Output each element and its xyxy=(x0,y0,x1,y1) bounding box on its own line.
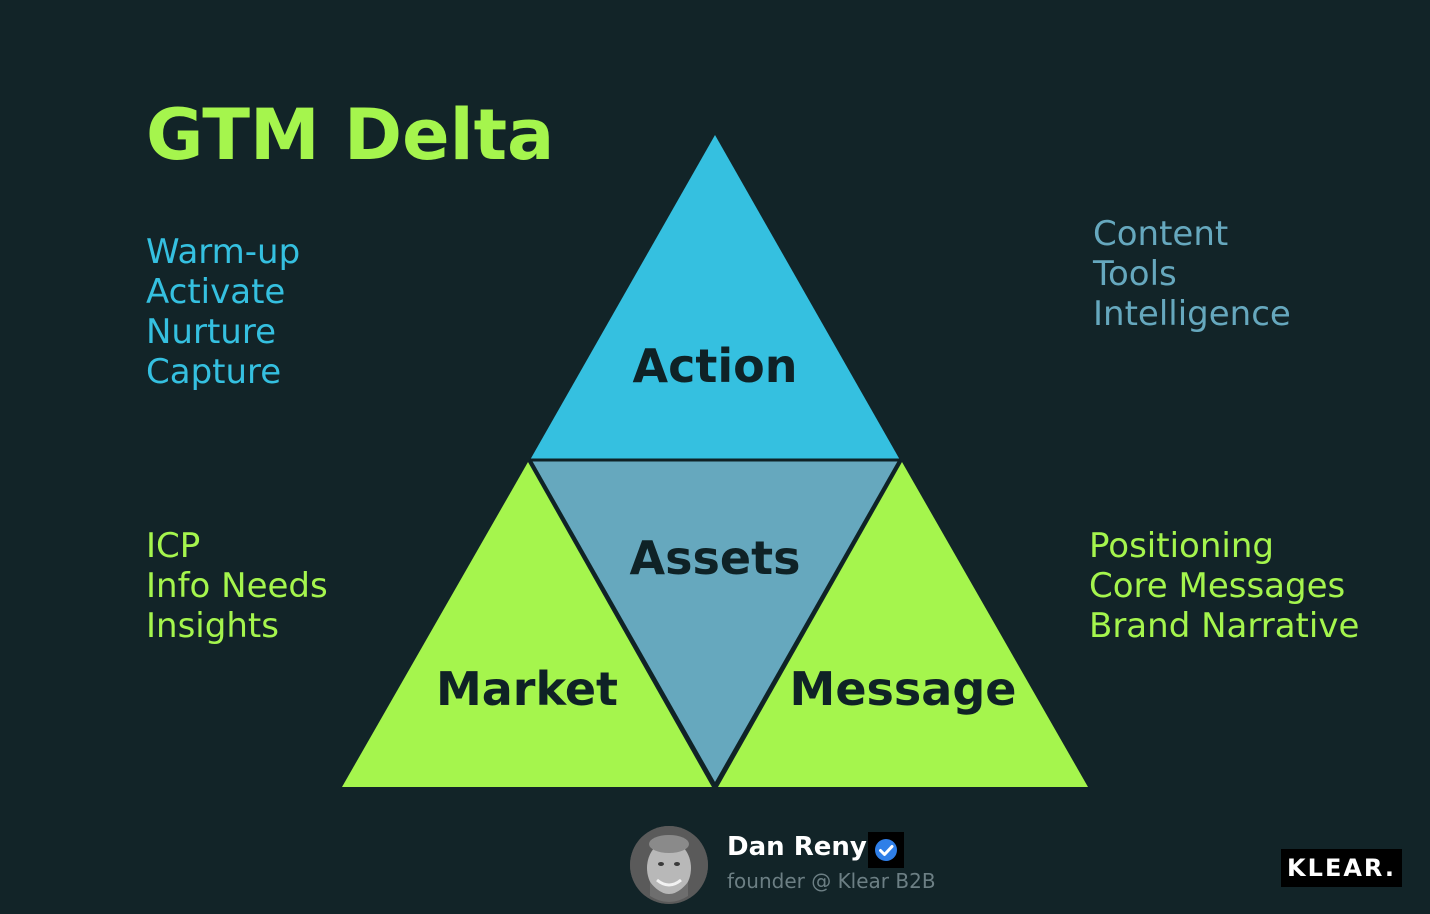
assets-list: Content Tools Intelligence xyxy=(1093,214,1291,334)
market-triangle xyxy=(342,462,712,787)
market-list-item: ICP xyxy=(146,526,201,566)
verified-badge-icon xyxy=(868,832,904,868)
action-list-item: Activate xyxy=(146,272,286,312)
market-label: Market xyxy=(436,662,618,716)
message-list-item: Positioning xyxy=(1089,526,1274,566)
divider-line xyxy=(713,459,902,786)
avatar xyxy=(630,826,708,904)
action-list-item: Capture xyxy=(146,352,282,392)
assets-label: Assets xyxy=(630,531,801,585)
message-list: Positioning Core Messages Brand Narrativ… xyxy=(1089,526,1359,646)
action-triangle xyxy=(530,135,900,460)
assets-list-item: Tools xyxy=(1093,254,1177,294)
author-card: Dan Renyi founder @ Klear B2B xyxy=(630,826,990,906)
action-list-item: Nurture xyxy=(146,312,276,352)
page-title: GTM Delta xyxy=(146,94,555,176)
message-list-item: Brand Narrative xyxy=(1089,606,1360,646)
author-role: founder @ Klear B2B xyxy=(727,869,936,893)
author-name: Dan Renyi xyxy=(727,832,876,862)
klear-logo: KLEAR. xyxy=(1281,849,1402,887)
assets-list-item: Intelligence xyxy=(1093,294,1291,334)
market-list-item: Insights xyxy=(146,606,279,646)
assets-list-item: Content xyxy=(1093,214,1229,254)
market-list: ICP Info Needs Insights xyxy=(146,526,328,646)
message-triangle xyxy=(718,462,1088,787)
divider-line xyxy=(528,459,717,786)
message-list-item: Core Messages xyxy=(1089,566,1346,606)
market-list-item: Info Needs xyxy=(146,566,328,606)
action-list-item: Warm-up xyxy=(146,232,301,272)
assets-triangle xyxy=(530,460,900,785)
message-label: Message xyxy=(790,662,1017,716)
action-list: Warm-up Activate Nurture Capture xyxy=(146,232,300,392)
action-label: Action xyxy=(633,339,798,393)
